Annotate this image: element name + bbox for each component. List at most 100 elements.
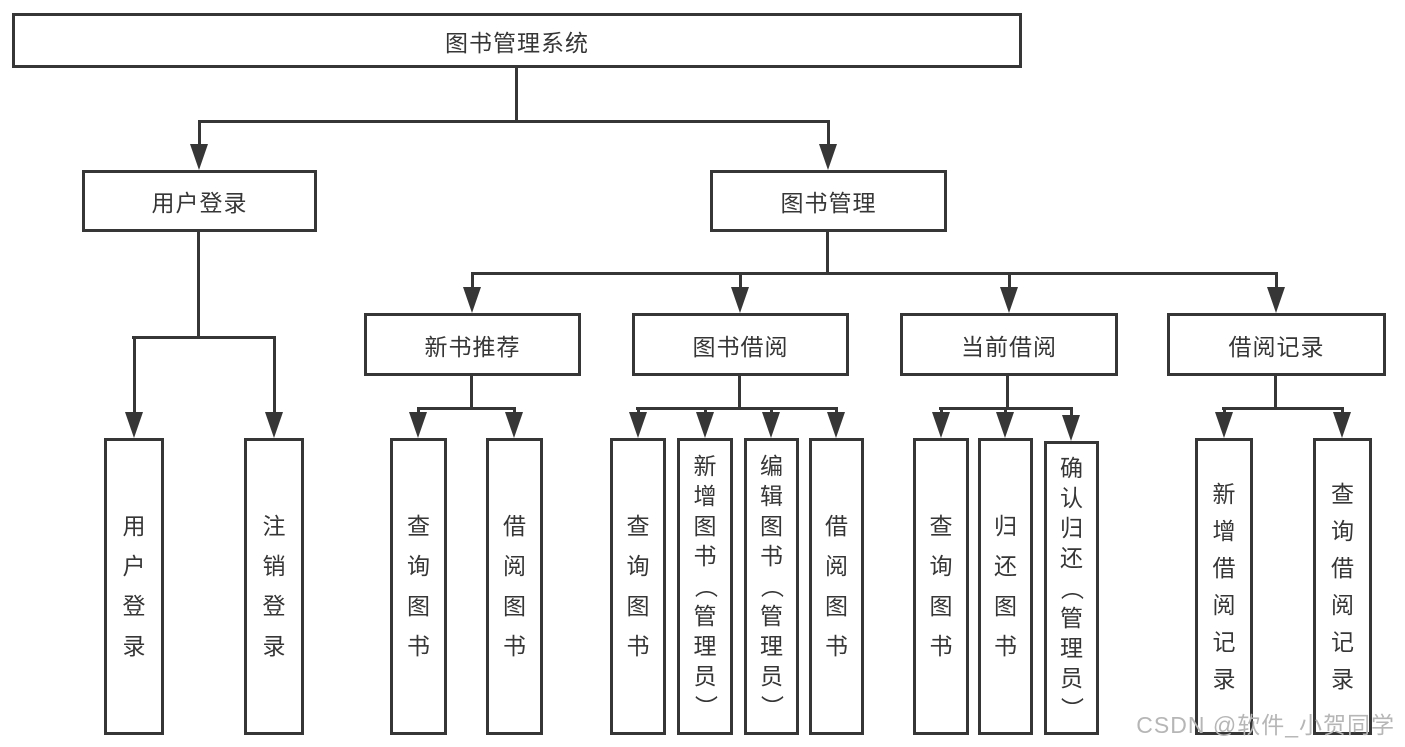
vertical-char: 录 (1212, 665, 1236, 692)
vertical-char: 记 (1331, 628, 1354, 655)
vertical-char: 理 (1060, 634, 1083, 661)
vertical-char: 书 (929, 633, 953, 659)
node-user-login: 用户登录 (82, 170, 317, 232)
arrow-down-icon (190, 144, 208, 170)
vertical-char: 借 (1331, 554, 1354, 581)
leaf-query-books-recommend: 查询图书 (390, 438, 447, 735)
vertical-char: 书 (693, 543, 717, 569)
vertical-char: 认 (1060, 484, 1083, 511)
vertical-char: 注 (262, 513, 286, 539)
vertical-char: 确 (1060, 454, 1083, 481)
vertical-char: 录 (122, 633, 146, 659)
vertical-char: 辑 (760, 483, 783, 509)
vertical-char: 登 (262, 593, 286, 619)
vertical-char: 询 (626, 553, 650, 579)
vertical-char: 员 (693, 663, 717, 689)
vertical-char: 用 (122, 513, 146, 539)
vertical-char: ） (1059, 696, 1085, 720)
connector-line (1274, 376, 1277, 410)
arrow-down-icon (932, 412, 950, 438)
leaf-user-login: 用户登录 (104, 438, 164, 735)
arrow-down-icon (1062, 415, 1080, 441)
vertical-char: 书 (994, 633, 1017, 659)
connector-line (470, 376, 473, 410)
connector-line (197, 232, 200, 339)
arrow-down-icon (762, 412, 780, 438)
connector-line (1008, 272, 1011, 293)
vertical-char: 借 (825, 513, 848, 539)
connector-line (826, 232, 829, 275)
connector-line (133, 336, 136, 418)
vertical-char: 记 (1212, 628, 1236, 655)
vertical-char: 新 (1212, 480, 1236, 507)
arrow-down-icon (1267, 287, 1285, 313)
vertical-char: 书 (626, 633, 650, 659)
arrow-down-icon (125, 412, 143, 438)
arrow-down-icon (463, 287, 481, 313)
leaf-add-books-admin: 新增图书（管理员） (677, 438, 733, 735)
connector-line (738, 376, 741, 410)
vertical-char: 登 (122, 593, 146, 619)
vertical-char: 图 (503, 593, 526, 619)
vertical-char: ） (759, 695, 785, 718)
vertical-char: 查 (1331, 480, 1354, 507)
connector-line (273, 336, 276, 418)
vertical-char: 阅 (1331, 591, 1354, 618)
vertical-char: （ (759, 575, 785, 598)
vertical-char: 图 (693, 513, 717, 539)
vertical-char: 阅 (503, 553, 526, 579)
vertical-char: 管 (1060, 604, 1083, 631)
node-book-management: 图书管理 (710, 170, 947, 232)
vertical-char: 书 (503, 633, 526, 659)
arrow-down-icon (1215, 412, 1233, 438)
vertical-char: 还 (994, 553, 1017, 579)
connector-line (471, 272, 1278, 275)
leaf-return-books: 归还图书 (978, 438, 1033, 735)
connector-line (827, 120, 830, 150)
vertical-char: 借 (1212, 554, 1236, 581)
vertical-char: 查 (407, 513, 430, 539)
vertical-char: 理 (693, 633, 717, 659)
vertical-char: 书 (760, 543, 783, 569)
vertical-char: 录 (1331, 665, 1354, 692)
vertical-char: 阅 (825, 553, 848, 579)
vertical-char: 图 (929, 593, 953, 619)
vertical-char: 新 (693, 453, 717, 479)
leaf-confirm-return-admin: 确认归还（管理员） (1044, 441, 1099, 735)
vertical-char: 询 (929, 553, 953, 579)
node-root: 图书管理系统 (12, 13, 1022, 68)
connector-line (515, 68, 518, 122)
node-book-borrowing: 图书借阅 (632, 313, 849, 376)
vertical-char: （ (692, 575, 719, 598)
arrow-down-icon (827, 412, 845, 438)
vertical-char: 归 (994, 513, 1017, 539)
vertical-char: 询 (407, 553, 430, 579)
leaf-query-books-borrowing: 查询图书 (610, 438, 666, 735)
connector-line (417, 407, 516, 410)
arrow-down-icon (1333, 412, 1351, 438)
vertical-char: 图 (760, 513, 783, 539)
leaf-borrow-books-recommend: 借阅图书 (486, 438, 543, 735)
vertical-char: 书 (407, 633, 430, 659)
connector-line (471, 272, 474, 293)
arrow-down-icon (696, 412, 714, 438)
arrow-down-icon (265, 412, 283, 438)
arrow-down-icon (731, 287, 749, 313)
vertical-char: 查 (626, 513, 650, 539)
vertical-char: 借 (503, 513, 526, 539)
vertical-char: 理 (760, 633, 783, 659)
connector-line (1275, 272, 1278, 293)
leaf-query-borrow-record: 查询借阅记录 (1313, 438, 1372, 735)
vertical-char: 书 (825, 633, 848, 659)
connector-line (1006, 376, 1009, 410)
vertical-char: 户 (122, 553, 146, 579)
csdn-watermark: CSDN @软件_小贺同学 (1136, 712, 1395, 738)
leaf-edit-books-admin: 编辑图书（管理员） (744, 438, 799, 735)
vertical-char: 图 (994, 593, 1017, 619)
node-current-borrowing: 当前借阅 (900, 313, 1118, 376)
arrow-down-icon (505, 412, 523, 438)
vertical-char: 增 (693, 483, 717, 509)
arrow-down-icon (629, 412, 647, 438)
vertical-char: 图 (407, 593, 430, 619)
vertical-char: 员 (1060, 664, 1083, 691)
